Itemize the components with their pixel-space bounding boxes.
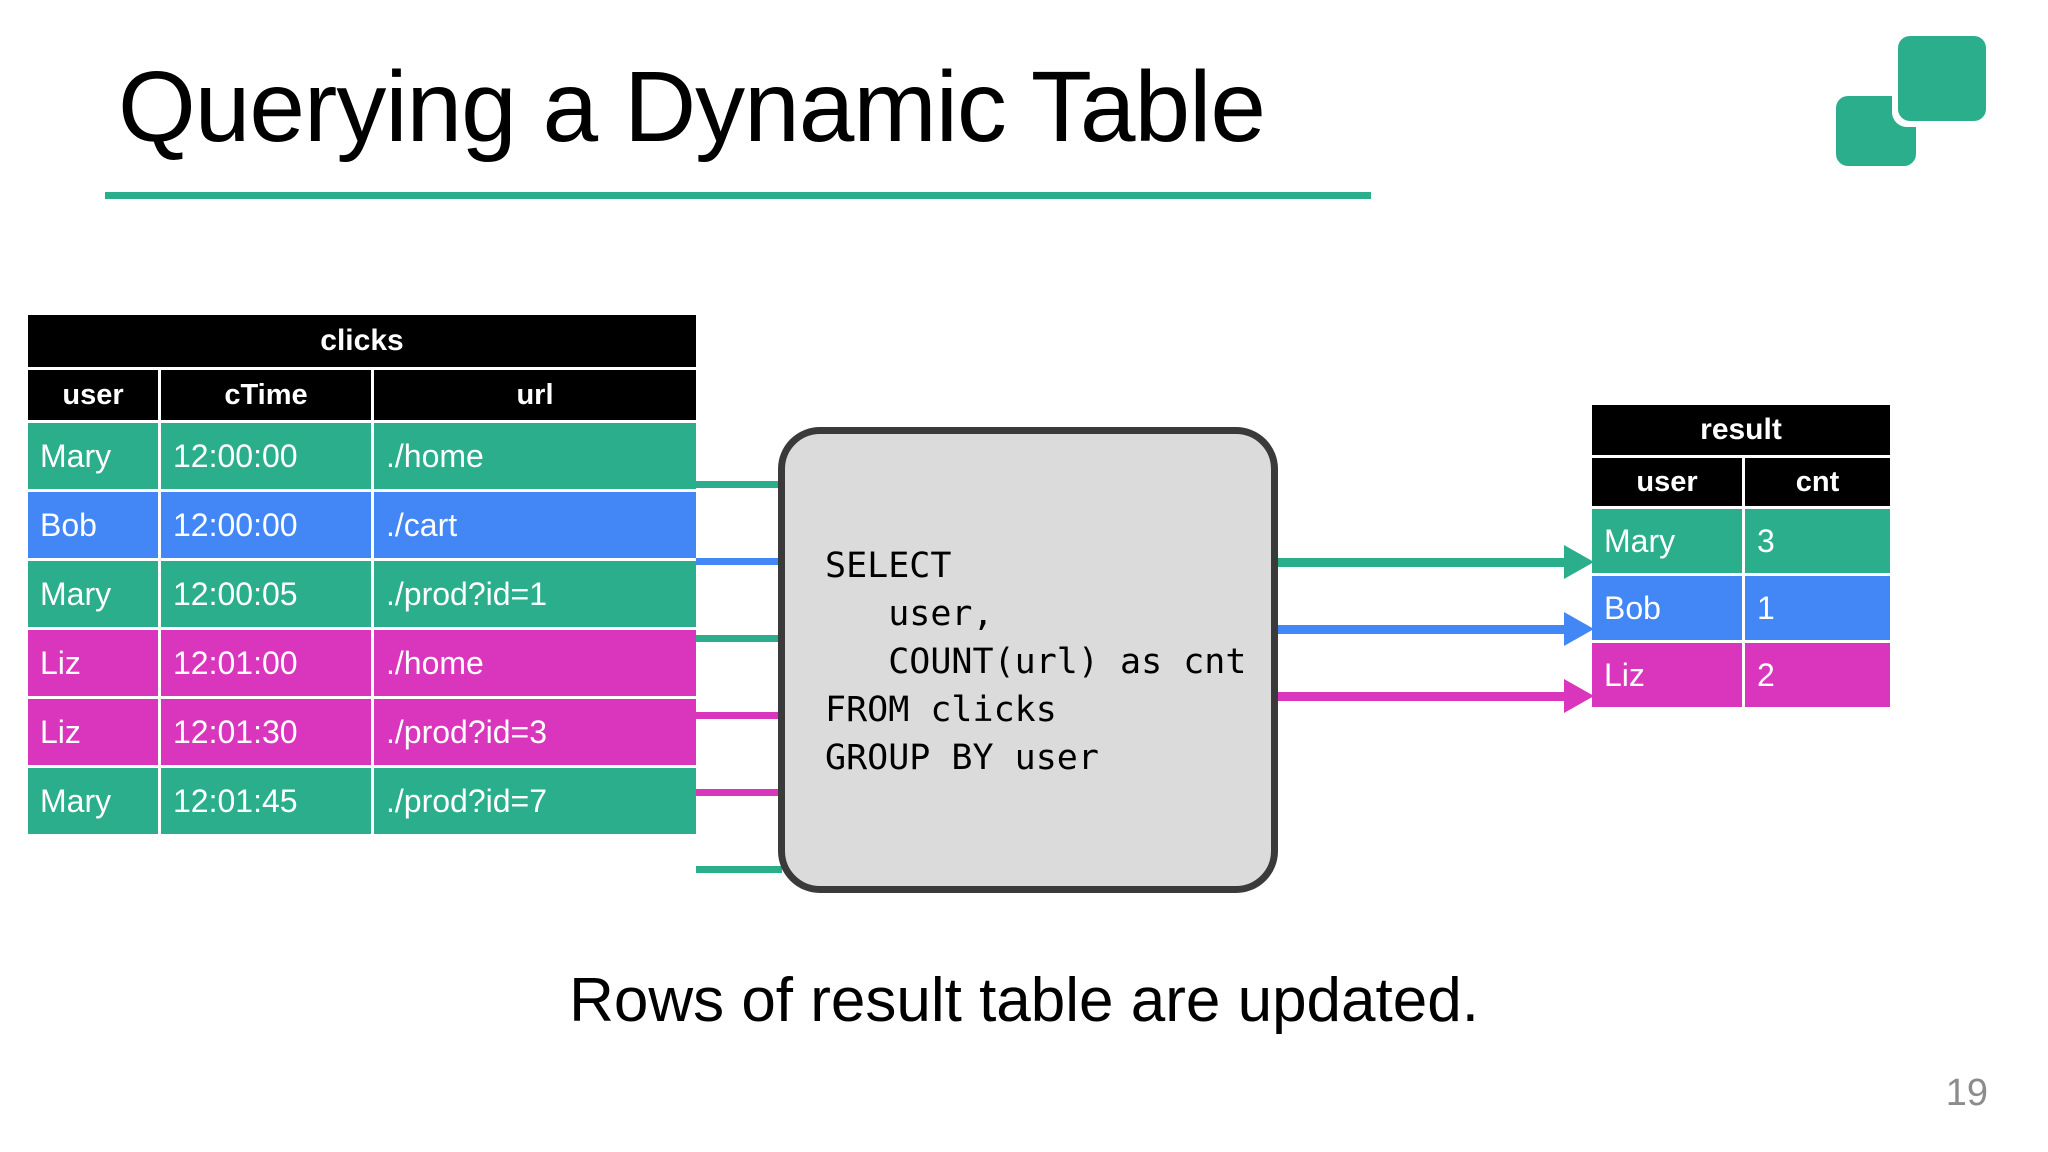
clicks-cell-user: Bob (28, 492, 158, 558)
result-cell-cnt: 2 (1745, 643, 1890, 707)
output-arrow-line-liz (1278, 692, 1572, 701)
result-cell-user: Liz (1592, 643, 1742, 707)
clicks-cell-url: ./prod?id=7 (374, 768, 696, 834)
clicks-col-header-ctime: cTime (161, 370, 371, 420)
table-row: Liz 2 (1592, 643, 1890, 707)
connector-line-row-2 (696, 558, 782, 565)
clicks-table-title: clicks (28, 315, 696, 367)
connector-line-row-3 (696, 635, 782, 642)
clicks-cell-ctime: 12:01:45 (161, 768, 371, 834)
result-col-header-cnt: cnt (1745, 458, 1890, 506)
result-cell-user: Mary (1592, 509, 1742, 573)
table-row: Liz 12:01:00 ./home (28, 630, 696, 696)
output-arrow-head-bob (1564, 612, 1594, 646)
output-arrow-line-mary (1278, 558, 1572, 567)
connector-line-row-1 (696, 481, 782, 488)
clicks-cell-ctime: 12:00:00 (161, 423, 371, 489)
table-row: Bob 12:00:00 ./cart (28, 492, 696, 558)
clicks-cell-user: Mary (28, 423, 158, 489)
result-table: result user cnt Mary 3 Bob 1 Liz 2 (1592, 405, 1890, 707)
page-title: Querying a Dynamic Table (118, 51, 1266, 163)
clicks-cell-url: ./home (374, 423, 696, 489)
clicks-cell-user: Mary (28, 561, 158, 627)
connector-line-row-4 (696, 712, 782, 719)
clicks-col-header-url: url (374, 370, 696, 420)
table-row: Mary 3 (1592, 509, 1890, 573)
table-row: Mary 12:00:05 ./prod?id=1 (28, 561, 696, 627)
output-arrow-line-bob (1278, 625, 1572, 634)
result-col-header-user: user (1592, 458, 1742, 506)
clicks-cell-user: Liz (28, 699, 158, 765)
table-row: Bob 1 (1592, 576, 1890, 640)
clicks-cell-user: Mary (28, 768, 158, 834)
clicks-cell-url: ./cart (374, 492, 696, 558)
clicks-cell-ctime: 12:01:00 (161, 630, 371, 696)
clicks-cell-ctime: 12:01:30 (161, 699, 371, 765)
slide-caption: Rows of result table are updated. (569, 966, 1479, 1035)
result-cell-cnt: 3 (1745, 509, 1890, 573)
connector-line-row-5 (696, 789, 782, 796)
table-row: Liz 12:01:30 ./prod?id=3 (28, 699, 696, 765)
table-row: Mary 12:00:00 ./home (28, 423, 696, 489)
clicks-table-header-row: user cTime url (28, 370, 696, 420)
clicks-col-header-user: user (28, 370, 158, 420)
clicks-cell-user: Liz (28, 630, 158, 696)
clicks-cell-url: ./prod?id=1 (374, 561, 696, 627)
brand-logo-icon (1836, 36, 1986, 166)
page-number: 19 (1945, 1072, 1988, 1114)
sql-query-box: SELECT user, COUNT(url) as cnt FROM clic… (778, 427, 1278, 893)
table-row: Mary 12:01:45 ./prod?id=7 (28, 768, 696, 834)
clicks-cell-ctime: 12:00:00 (161, 492, 371, 558)
title-underline-rule (105, 192, 1371, 199)
output-arrow-head-mary (1564, 545, 1594, 579)
result-table-header-row: user cnt (1592, 458, 1890, 506)
clicks-table: clicks user cTime url Mary 12:00:00 ./ho… (28, 315, 696, 834)
clicks-cell-url: ./prod?id=3 (374, 699, 696, 765)
clicks-cell-ctime: 12:00:05 (161, 561, 371, 627)
sql-query-text: SELECT user, COUNT(url) as cnt FROM clic… (825, 546, 1247, 778)
result-cell-user: Bob (1592, 576, 1742, 640)
result-cell-cnt: 1 (1745, 576, 1890, 640)
output-arrow-head-liz (1564, 679, 1594, 713)
clicks-cell-url: ./home (374, 630, 696, 696)
connector-line-row-6 (696, 866, 782, 873)
result-table-title: result (1592, 405, 1890, 455)
logo-square-front (1898, 36, 1986, 121)
